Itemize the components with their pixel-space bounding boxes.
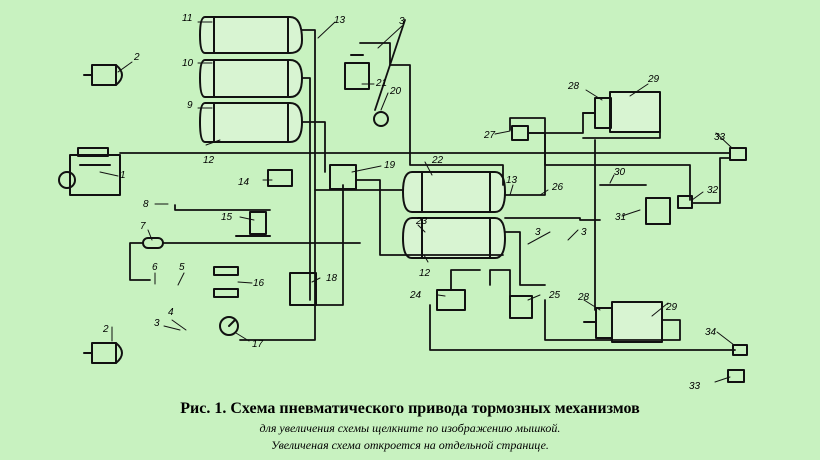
label-30: 30 [614, 167, 626, 178]
label-14: 14 [238, 177, 250, 188]
label-26: 26 [551, 182, 564, 193]
label-27: 27 [483, 130, 496, 141]
label-4: 4 [168, 307, 174, 318]
figure-caption-note: Увеличеная схема откроется на отдельной … [271, 438, 549, 452]
leader-lines [99, 21, 735, 383]
label-31: 31 [615, 212, 626, 223]
connection-head-7 [142, 237, 164, 249]
label-2-top: 2 [133, 52, 140, 63]
label-12-center: 12 [419, 268, 431, 279]
label-33-bottom: 33 [689, 381, 701, 392]
figure-caption-hint: для увеличения схемы щелкните по изображ… [259, 421, 561, 435]
label-17: 17 [252, 339, 264, 350]
label-32: 32 [707, 185, 719, 196]
brake-chamber-28-29-bottom [583, 301, 663, 343]
label-11: 11 [182, 13, 192, 24]
label-10: 10 [182, 58, 194, 69]
label-1: 1 [120, 170, 126, 181]
receiver-23 [402, 217, 506, 259]
label-19: 19 [384, 160, 396, 171]
label-25: 25 [548, 290, 561, 301]
valve-20 [373, 111, 389, 127]
valve-31 [645, 197, 671, 225]
label-13-center: 13 [506, 175, 518, 186]
label-12-left: 12 [203, 155, 215, 166]
label-8: 8 [143, 199, 149, 210]
label-18: 18 [326, 273, 338, 284]
label-3-left: 3 [154, 318, 160, 329]
coupling-33-bottom [727, 369, 745, 383]
label-24: 24 [409, 290, 422, 301]
label-9: 9 [187, 100, 193, 111]
label-5: 5 [179, 262, 185, 273]
label-28-top: 28 [567, 81, 580, 92]
coupling-33-top [729, 147, 747, 161]
label-29-top: 29 [647, 74, 660, 85]
receiver-9 [199, 102, 303, 143]
valve-15 [235, 211, 271, 237]
sensor-16 [213, 266, 239, 298]
receiver-10 [199, 59, 303, 98]
valve-27 [511, 125, 529, 141]
label-2-bottom: 2 [102, 324, 109, 335]
label-34: 34 [705, 327, 717, 338]
label-3-center: 3 [535, 227, 541, 238]
brake-chamber-28-29-top [582, 91, 661, 133]
brake-chamber-2-top [83, 64, 123, 86]
pneumatic-brake-diagram[interactable]: 1 2 2 3 3 3 3 4 5 6 7 8 9 10 11 12 12 13… [0, 0, 820, 400]
valve-32 [677, 195, 693, 209]
label-33-top: 33 [714, 132, 726, 143]
label-7: 7 [140, 221, 146, 232]
pressure-regulator-14 [267, 169, 293, 187]
label-15: 15 [221, 212, 233, 223]
brake-chamber-2-bottom [83, 342, 123, 364]
receiver-11 [199, 16, 303, 54]
figure-caption-title: Рис. 1. Схема пневматического привода то… [180, 400, 640, 417]
valve-25 [509, 295, 533, 319]
moisture-separator-21 [344, 54, 370, 90]
pipelines [119, 19, 736, 351]
receiver-22 [402, 171, 506, 213]
label-6: 6 [152, 262, 158, 273]
label-23: 23 [415, 216, 428, 227]
label-28-bottom: 28 [577, 292, 590, 303]
label-3-top: 3 [399, 16, 405, 27]
label-22: 22 [431, 155, 444, 166]
label-13-top: 13 [334, 15, 346, 26]
label-29-bottom: 29 [665, 302, 678, 313]
label-16: 16 [253, 278, 265, 289]
pressure-gauge-17 [219, 316, 239, 336]
label-20: 20 [389, 86, 402, 97]
brake-crane-18 [289, 272, 317, 306]
compressor-1 [58, 147, 121, 196]
label-21: 21 [375, 78, 387, 89]
label-3-right: 3 [581, 227, 587, 238]
accelerator-valve-24 [436, 289, 466, 311]
